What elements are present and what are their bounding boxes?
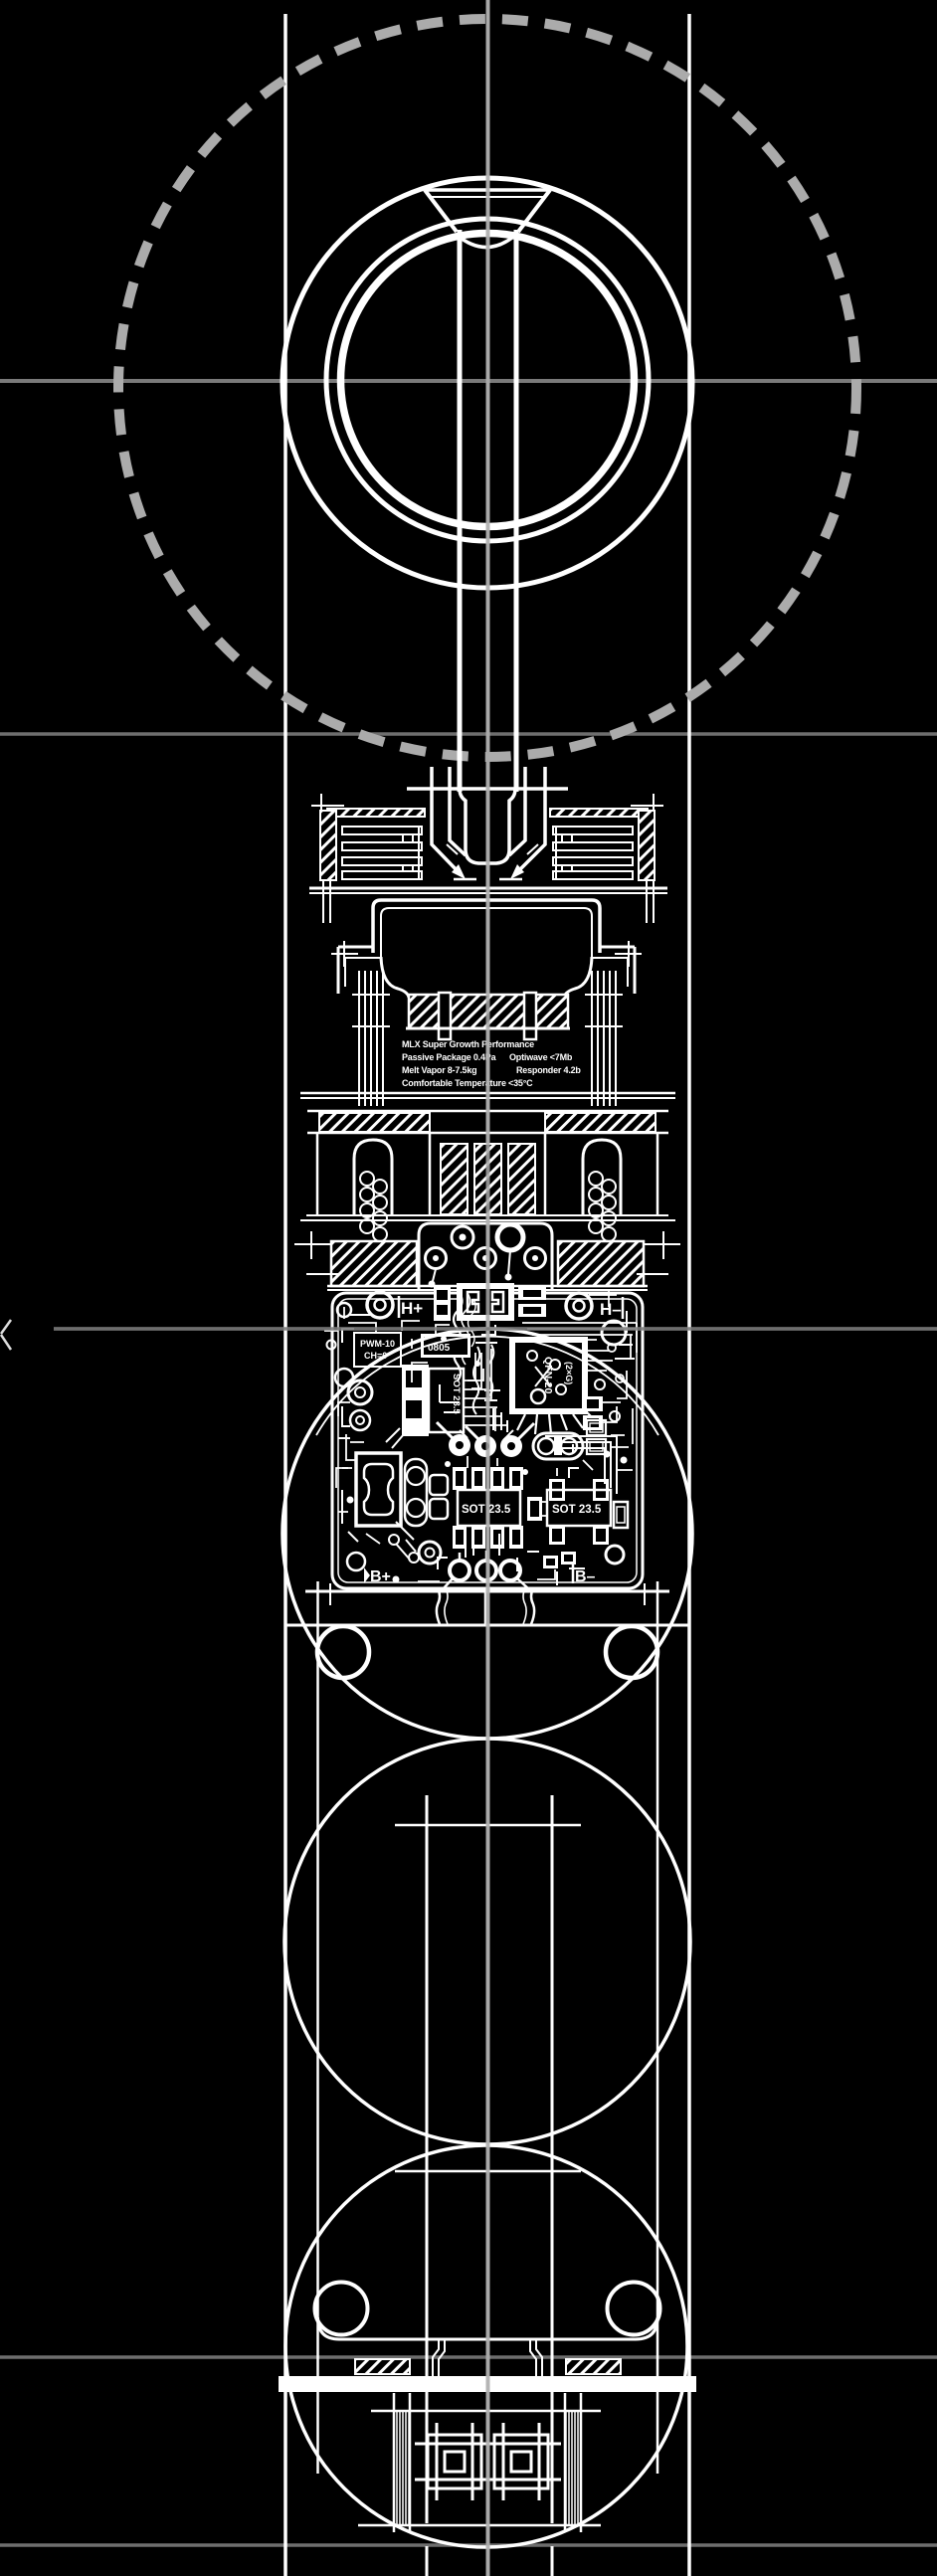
svg-text:B–: B– — [575, 1568, 596, 1585]
svg-text:H–: H– — [600, 1300, 622, 1319]
svg-text:Comfortable Temperature <35°C: Comfortable Temperature <35°C — [402, 1078, 533, 1088]
svg-text:B+: B+ — [370, 1568, 391, 1585]
svg-text:SOT 23.5: SOT 23.5 — [451, 1374, 462, 1414]
svg-text:Responder 4.2b: Responder 4.2b — [516, 1065, 581, 1075]
svg-text:Optiwave <7Mb: Optiwave <7Mb — [509, 1052, 573, 1062]
svg-text:H+: H+ — [401, 1299, 423, 1318]
svg-text:Passive Package 0.4Pa: Passive Package 0.4Pa — [402, 1052, 497, 1062]
svg-text:PWM-10: PWM-10 — [360, 1339, 395, 1349]
svg-text:(2×G): (2×G) — [564, 1362, 574, 1384]
svg-text:CH=0: CH=0 — [364, 1351, 387, 1361]
svg-text:Melt Vapor 8-7.5kg: Melt Vapor 8-7.5kg — [402, 1065, 476, 1075]
svg-text:SOT 23.5: SOT 23.5 — [552, 1504, 602, 1516]
svg-text:MLX Super Growth Performance: MLX Super Growth Performance — [402, 1039, 534, 1049]
svg-text:0805: 0805 — [428, 1343, 451, 1354]
